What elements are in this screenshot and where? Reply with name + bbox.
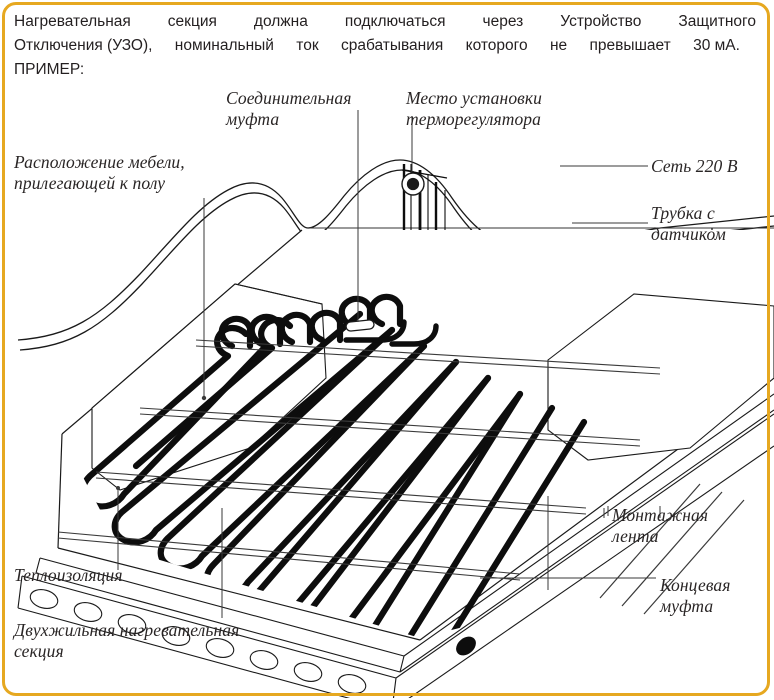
callout-thermostat-location: Место установки терморегулятора (406, 88, 542, 129)
installation-diagram (0, 78, 774, 698)
note-word: не (549, 37, 568, 54)
insulation-hole (73, 602, 103, 622)
note-word: которого (465, 37, 528, 54)
tape-right-edge (599, 483, 745, 615)
note-word: номинальный (174, 37, 274, 54)
callout-mains-220v: Сеть 220 В (651, 156, 738, 176)
note-word: срабатывания (340, 37, 444, 54)
note-word: Защитного (678, 13, 756, 30)
insulation-hole (249, 650, 279, 670)
callout-mounting-tape: Монтажная лента (612, 505, 709, 546)
callout-thermal-insulation: Теплоизоляция (14, 565, 123, 585)
note-line-3: ПРИМЕР: (14, 61, 85, 78)
note-word: через (482, 13, 524, 30)
heating-cable-wall-loops (218, 293, 404, 350)
cold-lead-cable (343, 319, 439, 347)
insulation-hole (117, 614, 147, 634)
end-coupling (456, 636, 476, 656)
note-word: ток (296, 37, 319, 54)
insulation-holes (29, 589, 367, 694)
insulation-hole (293, 662, 323, 682)
coupling-sleeve (345, 319, 375, 332)
note-word: 30 мА. (693, 37, 740, 54)
note-word: должна (253, 13, 308, 30)
note-line-1: Нагревательная секция должна подключатьс… (14, 10, 756, 34)
callout-furniture-placement: Расположение мебели, прилегающей к полу (14, 152, 185, 193)
callout-end-coupling: Концевая муфта (660, 575, 731, 616)
note-word: превышает (589, 37, 671, 54)
connecting-coupling (345, 319, 375, 332)
note-word: Нагревательная (14, 13, 131, 30)
note-line-2: Отключения (УЗО), номинальный ток срабат… (14, 34, 740, 58)
callout-connecting-coupling: Соединительная муфта (226, 88, 352, 129)
callout-twin-core-section: Двухжильная нагревательная секция (14, 620, 240, 661)
callout-sensor-tube: Трубка с датчиком (651, 203, 726, 244)
note-word: подключаться (344, 13, 446, 30)
insulation-hole (205, 638, 235, 658)
heating-cable-field (79, 316, 588, 638)
mounting-tape-strips (57, 339, 661, 581)
leader-lines-extra (547, 496, 605, 590)
note-word: Устройство (560, 13, 642, 30)
note-word: секция (167, 13, 217, 30)
note-word: Отключения (УЗО), (14, 37, 153, 54)
leader-lines (116, 110, 661, 618)
insulation-hole (29, 589, 59, 609)
warning-note: Нагревательная секция должна подключатьс… (14, 10, 760, 82)
insulation-hole (161, 626, 191, 646)
insulation-hole (337, 674, 367, 694)
